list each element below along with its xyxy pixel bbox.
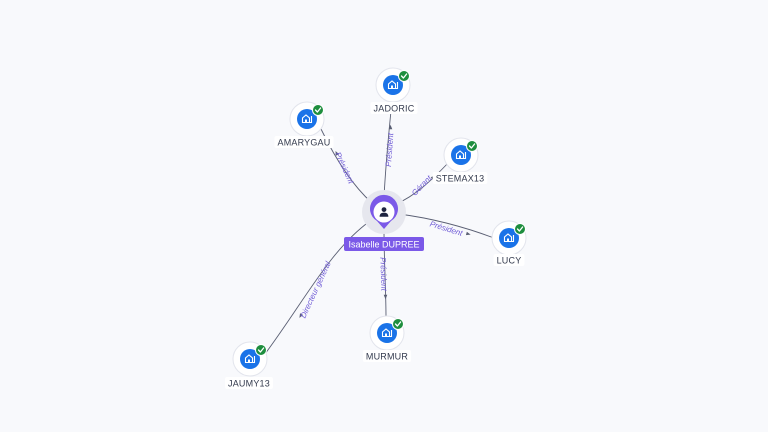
verified-check-icon <box>255 344 267 356</box>
company-node-stemax13[interactable]: STEMAX13 <box>432 137 488 184</box>
company-name: LUCY <box>497 255 522 265</box>
company-node-jadoric[interactable]: JADORIC <box>370 67 418 114</box>
edge-lucy <box>398 213 495 239</box>
arrow-icon <box>299 313 304 318</box>
verified-check-icon <box>398 70 410 82</box>
edge-role-label: Directeur général <box>299 260 333 320</box>
building-icon <box>297 109 317 129</box>
company-node-jaumy13[interactable]: JAUMY13 <box>225 341 273 389</box>
arrow-icon <box>465 231 471 236</box>
person-name-background <box>344 237 424 251</box>
building-icon <box>240 349 260 369</box>
edge-role-label: Gérant <box>410 173 434 197</box>
company-name-background <box>370 102 418 114</box>
building-icon <box>451 145 471 165</box>
arrow-icon <box>335 151 340 156</box>
company-node-amarygau[interactable]: AMARYGAU <box>274 101 334 148</box>
verified-check-icon <box>312 104 324 116</box>
building-icon <box>377 323 397 343</box>
verified-check-icon <box>514 223 526 235</box>
arrow-icon <box>388 124 393 130</box>
company-name: JAUMY13 <box>228 378 270 388</box>
company-name-background <box>225 377 273 389</box>
company-name-background <box>493 254 525 266</box>
verified-check-icon <box>392 318 404 330</box>
arrow-icon <box>383 294 388 300</box>
company-node-murmur[interactable]: MURMUR <box>362 315 412 362</box>
company-name-background <box>432 172 488 184</box>
edge-role-label: Président <box>333 151 356 186</box>
edge-role-label: Président <box>384 132 395 167</box>
verified-check-icon <box>466 140 478 152</box>
person-icon <box>379 207 389 217</box>
company-name: JADORIC <box>374 103 415 113</box>
edge-role-label: Président <box>429 219 465 238</box>
building-icon <box>499 228 519 248</box>
company-name-background <box>274 136 334 148</box>
person-node[interactable]: Isabelle DUPREE <box>344 190 424 251</box>
edge-jaumy13 <box>264 220 371 355</box>
company-node-lucy[interactable]: LUCY <box>491 220 527 266</box>
building-icon <box>383 75 403 95</box>
edge-role-label: Président <box>378 257 388 292</box>
company-name-background <box>362 350 412 362</box>
company-name: STEMAX13 <box>436 173 485 183</box>
company-name: MURMUR <box>366 351 408 361</box>
company-name: AMARYGAU <box>278 137 331 147</box>
person-name: Isabelle DUPREE <box>348 239 419 249</box>
